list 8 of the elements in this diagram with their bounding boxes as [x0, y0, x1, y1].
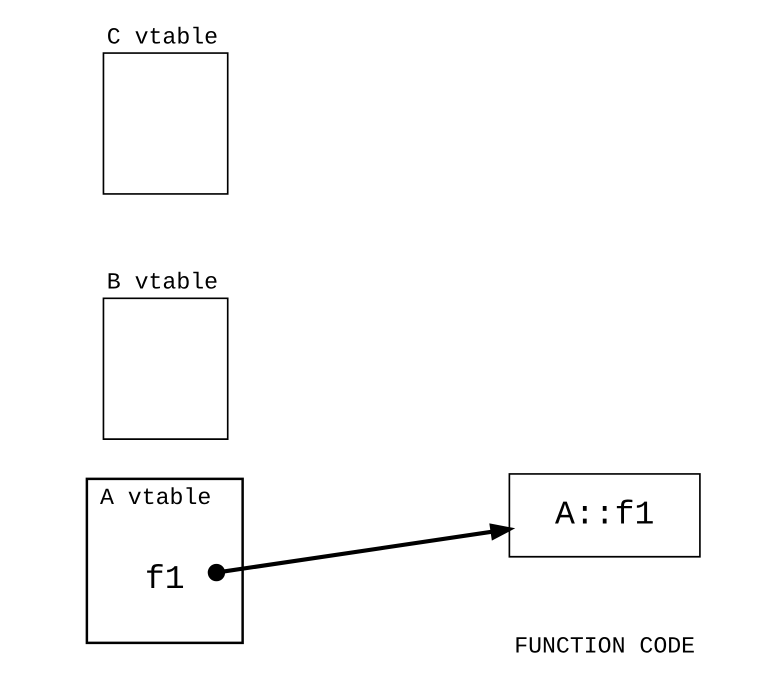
- node-label: C vtable: [106, 24, 218, 50]
- node-box: [102, 297, 228, 440]
- node-text: f1: [144, 560, 184, 598]
- arrow: [207, 523, 515, 582]
- node-label: B vtable: [106, 270, 218, 296]
- label: FUNCTION CODE: [514, 633, 695, 660]
- node-box: [102, 52, 228, 195]
- node-box: A::f1: [508, 473, 700, 558]
